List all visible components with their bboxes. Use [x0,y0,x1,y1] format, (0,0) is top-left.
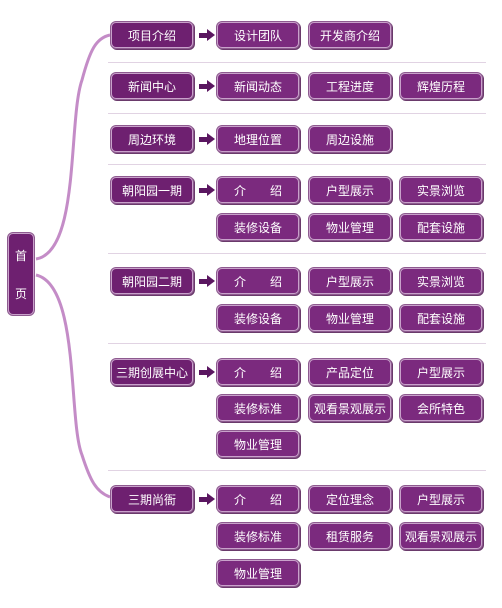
nav-p3c-floor-plans[interactable]: 户型展示 [400,359,482,385]
nav-p2-floor-plans[interactable]: 户型展示 [309,268,391,294]
nav-p3c-landscape-view[interactable]: 观看景观展示 [309,395,391,421]
nav-p1-property-management[interactable]: 物业管理 [309,214,391,240]
section-divider [108,470,486,471]
nav-p1-photo-tour[interactable]: 实景浏览 [400,177,482,203]
nav-glorious-history[interactable]: 辉煌历程 [400,73,482,99]
nav-p1-intro[interactable]: 介 绍 [217,177,299,203]
nav-p2-property-management[interactable]: 物业管理 [309,305,391,331]
nav-p2-intro[interactable]: 介 绍 [217,268,299,294]
nav-nearby-facilities[interactable]: 周边设施 [309,126,391,152]
category-phase-two[interactable]: 朝阳园二期 [111,268,193,294]
nav-p3c-intro[interactable]: 介 绍 [217,359,299,385]
section-divider [108,113,486,114]
nav-p2-photo-tour[interactable]: 实景浏览 [400,268,482,294]
nav-construction-progress[interactable]: 工程进度 [309,73,391,99]
nav-p2-amenities[interactable]: 配套设施 [400,305,482,331]
section-divider [108,62,486,63]
category-news-center[interactable]: 新闻中心 [111,73,193,99]
nav-p3c-clubhouse[interactable]: 会所特色 [400,395,482,421]
nav-p1-floor-plans[interactable]: 户型展示 [309,177,391,203]
home-button[interactable]: 首 页 [8,233,34,315]
section-divider [108,164,486,165]
category-phase-three-shangya[interactable]: 三期尚衙 [111,486,193,512]
category-project-intro[interactable]: 项目介绍 [111,22,193,48]
nav-p3s-property-management[interactable]: 物业管理 [217,560,299,586]
section-divider [108,343,486,344]
nav-p3c-positioning[interactable]: 产品定位 [309,359,391,385]
nav-p3c-decoration-standard[interactable]: 装修标准 [217,395,299,421]
nav-p3s-concept[interactable]: 定位理念 [309,486,391,512]
nav-p3s-floor-plans[interactable]: 户型展示 [400,486,482,512]
nav-developer-intro[interactable]: 开发商介绍 [309,22,391,48]
category-phase-one[interactable]: 朝阳园一期 [111,177,193,203]
nav-design-team[interactable]: 设计团队 [217,22,299,48]
nav-p2-decoration[interactable]: 装修设备 [217,305,299,331]
nav-news-updates[interactable]: 新闻动态 [217,73,299,99]
nav-p1-amenities[interactable]: 配套设施 [400,214,482,240]
nav-p3c-property-management[interactable]: 物业管理 [217,431,299,457]
nav-p3s-landscape-view[interactable]: 观看景观展示 [400,523,482,549]
nav-p3s-decoration-standard[interactable]: 装修标准 [217,523,299,549]
nav-p3s-leasing[interactable]: 租赁服务 [309,523,391,549]
category-phase-three-center[interactable]: 三期创展中心 [111,359,193,385]
section-divider [108,253,486,254]
nav-location[interactable]: 地理位置 [217,126,299,152]
category-surroundings[interactable]: 周边环境 [111,126,193,152]
nav-p1-decoration[interactable]: 装修设备 [217,214,299,240]
nav-p3s-intro[interactable]: 介 绍 [217,486,299,512]
